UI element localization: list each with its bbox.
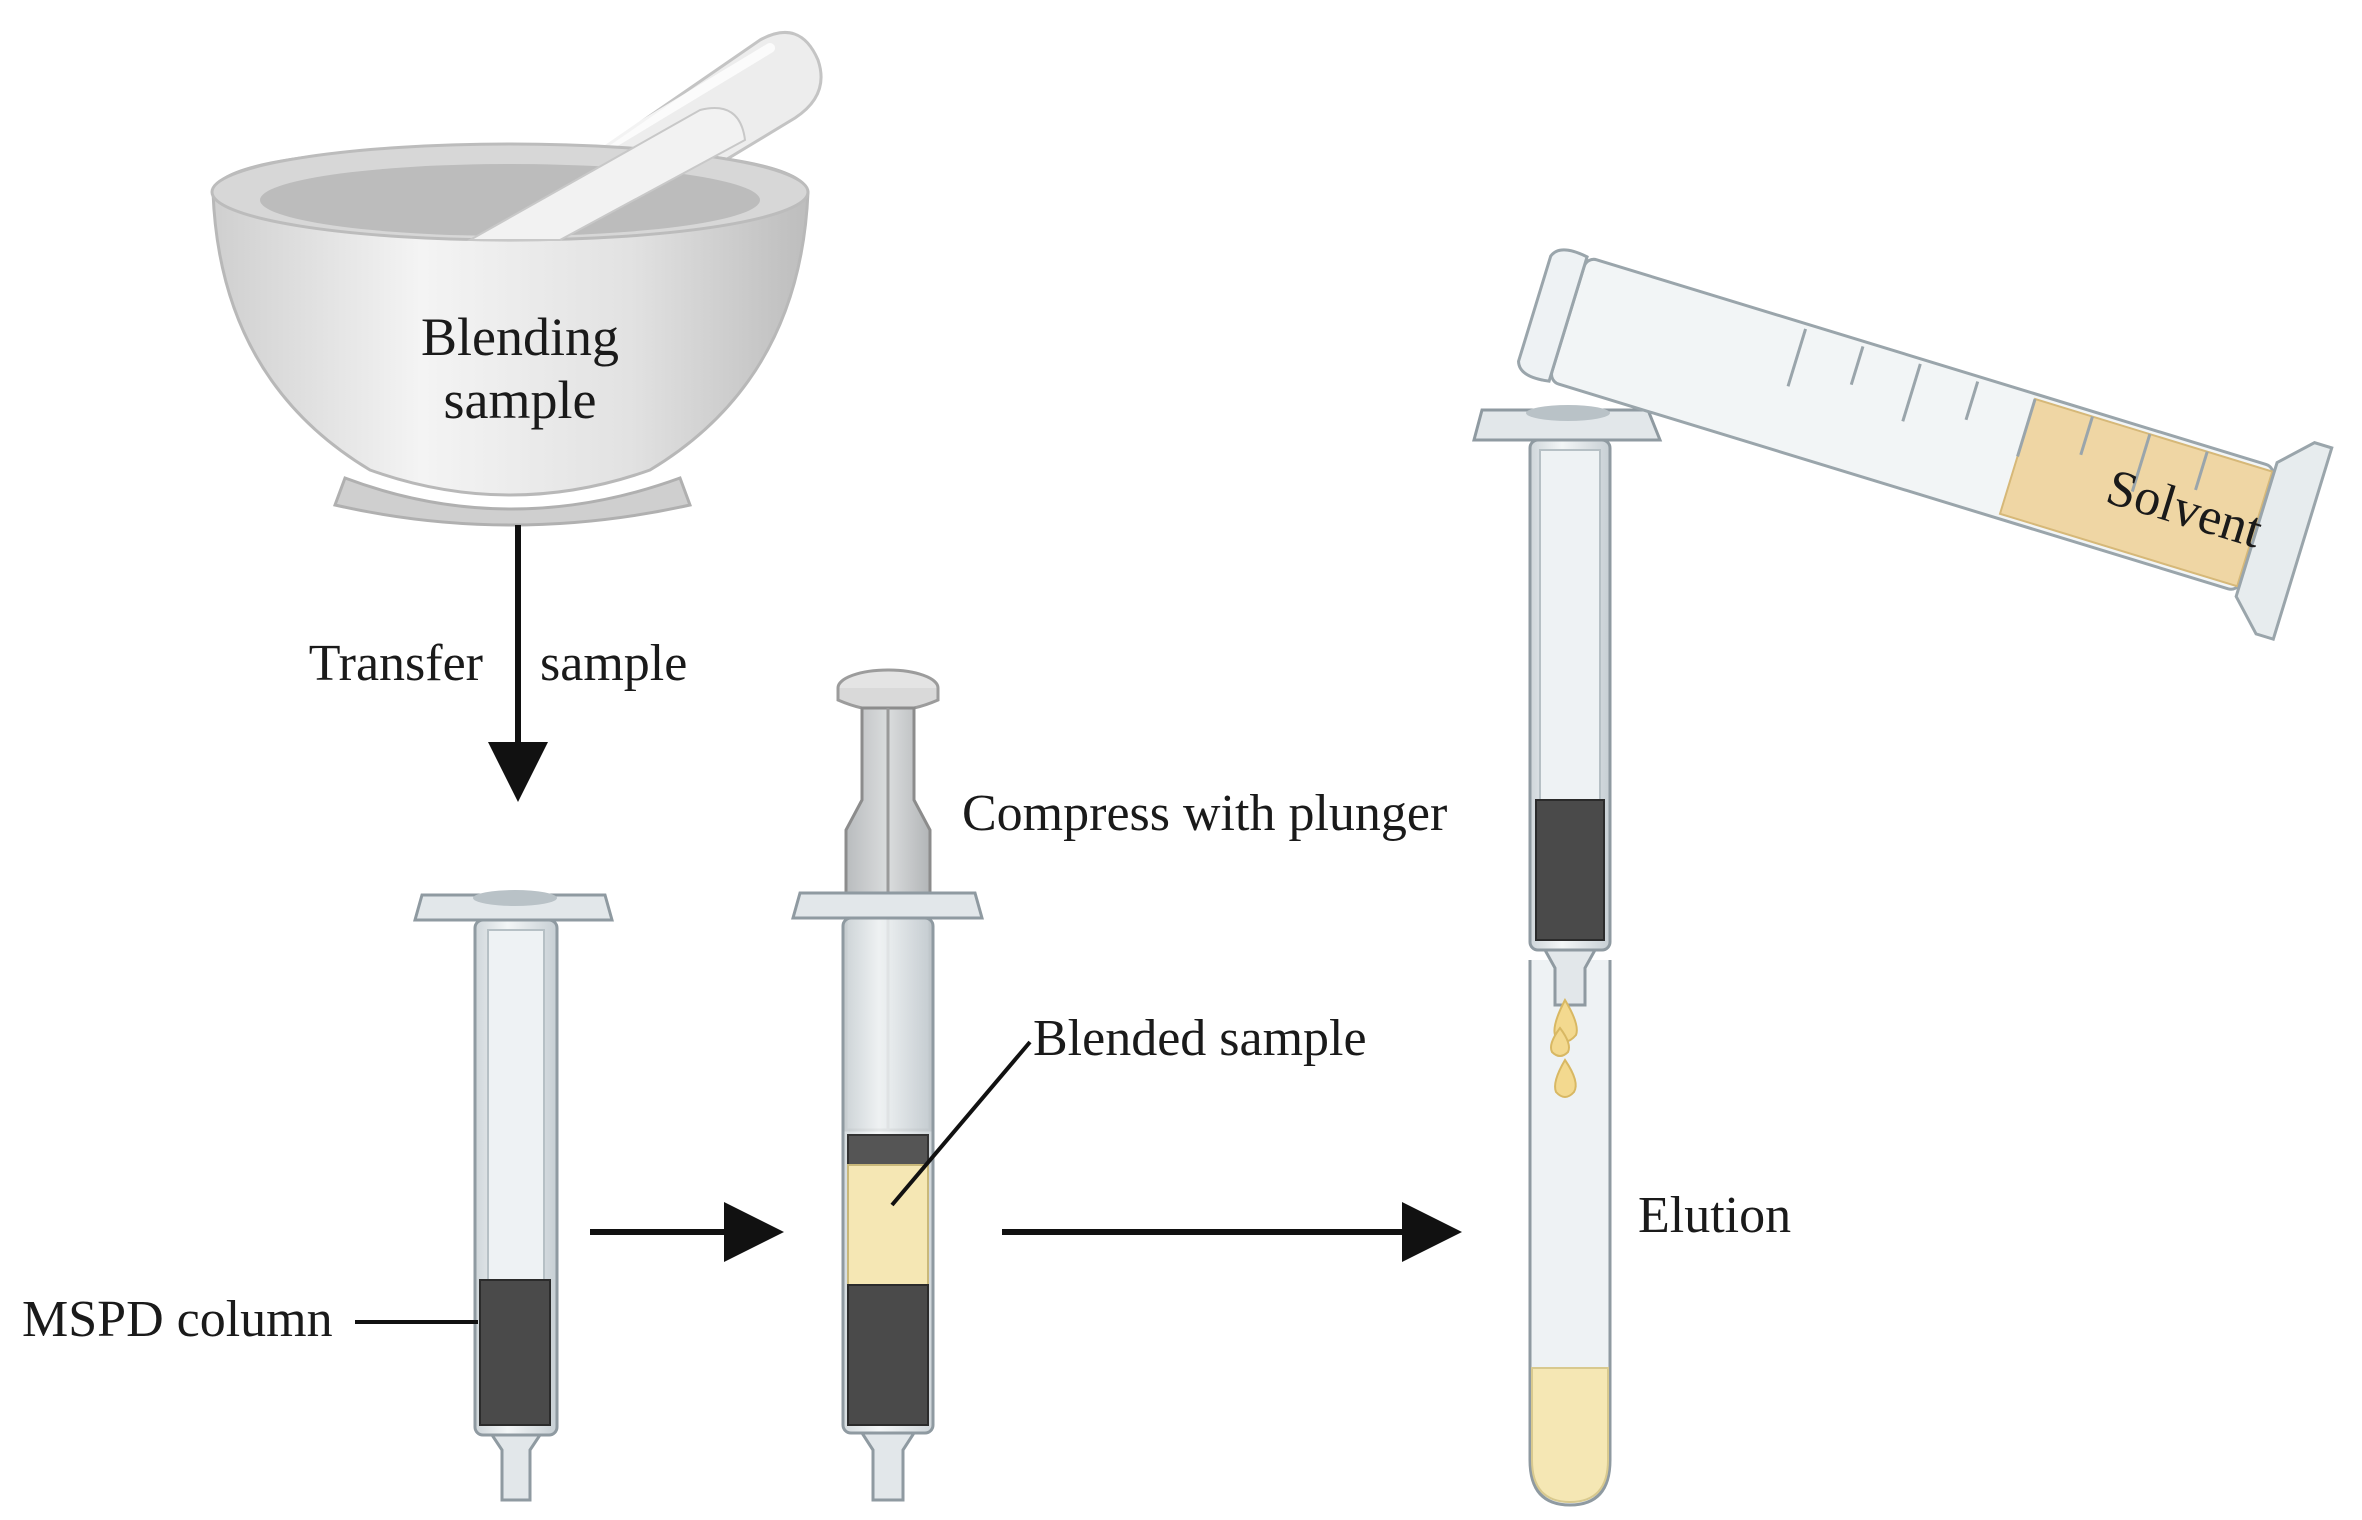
mortar-label-line1: Blending: [421, 307, 619, 367]
mortar-and-pestle: Blending sample: [210, 31, 823, 527]
droplet: [1550, 1026, 1570, 1057]
plunger-column-sorbent: [847, 1284, 929, 1426]
eluate: [1531, 1367, 1609, 1504]
solvent-liquid: [1998, 397, 2274, 588]
column-with-plunger: [791, 668, 984, 1502]
blended-sample-pointer: [890, 1040, 1032, 1207]
graduated-cylinder: Solvent: [1517, 248, 2334, 642]
compress-label: Compress with plunger: [962, 785, 1447, 842]
mspd-column-label: MSPD column: [22, 1291, 333, 1348]
elution-setup: [1472, 405, 1663, 1507]
mortar-base: [332, 476, 693, 527]
column-sorbent: [479, 1279, 551, 1426]
elution-label: Elution: [1638, 1187, 1791, 1244]
mspd-column: [413, 890, 614, 1502]
blended-sample-layer: [847, 1164, 929, 1286]
elution-sorbent: [1535, 799, 1605, 941]
transfer-label-right: sample: [540, 635, 687, 692]
mortar-label-line2: sample: [444, 370, 597, 430]
transfer-label-left: Transfer: [309, 635, 483, 692]
blended-sample-label: Blended sample: [1033, 1010, 1367, 1067]
droplet: [1554, 1058, 1577, 1098]
